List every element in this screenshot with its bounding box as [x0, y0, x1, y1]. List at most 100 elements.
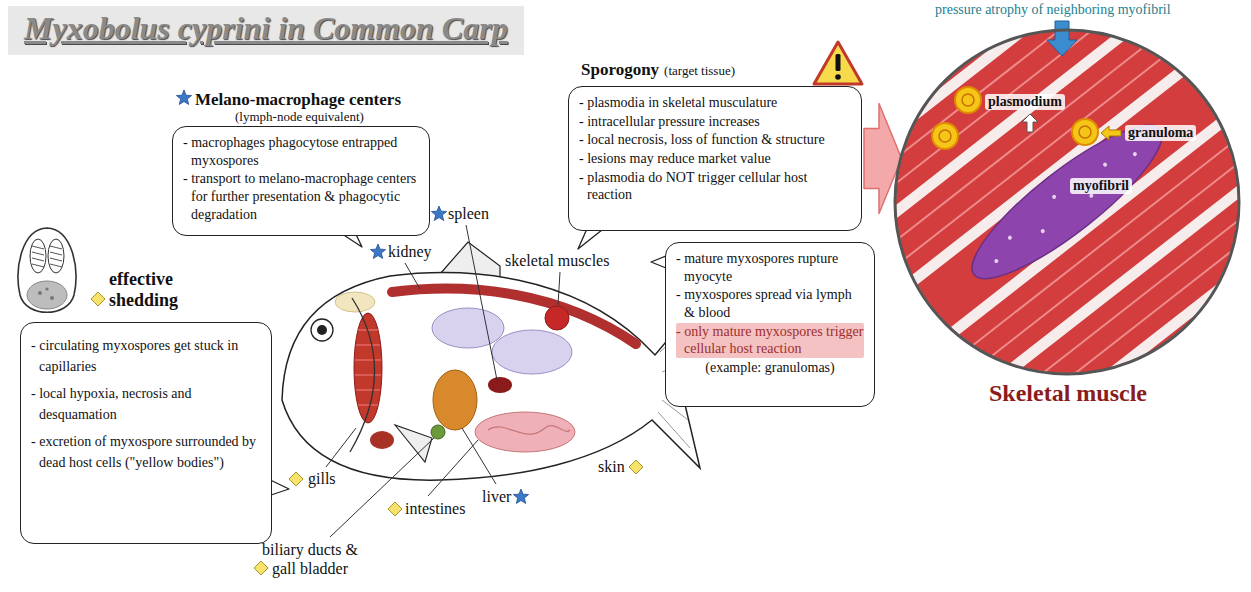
bullet-text: - excretion of myxospore surrounded by d…: [31, 431, 261, 473]
bullet-text: - lesions may reduce market value: [579, 150, 851, 168]
carp-illustration: [282, 273, 700, 480]
myxospore-icon: [18, 228, 76, 312]
carp-illustration: [370, 431, 394, 449]
organ-label: intestines: [405, 500, 465, 518]
muscle-illustration: [1051, 194, 1057, 200]
myxospore-icon: [50, 296, 54, 300]
bullet-text: - local necrosis, loss of function & str…: [579, 131, 851, 149]
leader-line: [326, 428, 356, 467]
myxospore-icon: [30, 239, 46, 273]
node-heading: effective shedding: [109, 269, 189, 310]
node-heading: Melano-macrophage centers: [195, 89, 401, 110]
granuloma-symbol: [955, 87, 981, 113]
star-marker: [370, 244, 385, 258]
part-label: granuloma: [1125, 125, 1196, 141]
diamond-marker: [629, 460, 643, 474]
granuloma-symbol: [939, 130, 951, 142]
warning-sign: [836, 54, 841, 71]
organ-label: skeletal muscles: [505, 252, 609, 270]
callout-box: effective shedding- circulating myxospor…: [20, 322, 272, 544]
muscle-illustration: [1007, 235, 1013, 241]
warning-sign: [814, 42, 862, 84]
heading-row: Sporogony (target tissue): [581, 59, 740, 80]
carp-illustration: [545, 306, 569, 330]
muscle-circle: plasmodium granuloma myofibrilSkeletal mus…: [893, 28, 1243, 418]
carp-illustration: [432, 308, 504, 348]
bullet-text: - only mature myxospores trigger cellula…: [676, 323, 864, 358]
node-heading: (target tissue): [664, 63, 735, 78]
carp-illustration: [431, 425, 445, 439]
carp-illustration: [350, 298, 375, 452]
leader-line: [466, 225, 497, 380]
pointer-arrow: [1022, 114, 1038, 132]
callout-box: Sporogony(target tissue)- plasmodia in s…: [568, 86, 862, 231]
part-label: myofibril: [1070, 178, 1132, 194]
carp-illustration: [317, 325, 327, 335]
callout-box: - mature myxospores rupture myocyte- myx…: [665, 242, 875, 407]
myxospore-icon: [27, 281, 67, 309]
leader-line: [462, 428, 496, 484]
annotation: pressure atrophy of neighboring myofibri…: [935, 2, 1171, 18]
granuloma-symbol: [1079, 126, 1091, 138]
myxospore-icon: [18, 228, 76, 312]
diamond-marker: [91, 292, 105, 306]
granuloma-symbol: [1072, 119, 1098, 145]
bullet-text: - circulating myxospores get stuck in ca…: [31, 335, 261, 377]
carp-illustration: [282, 242, 700, 480]
diagram-title: Myxobolus cyprini in Common Carp: [8, 6, 524, 55]
carp-illustration: [355, 330, 381, 405]
muscle-illustration: [1132, 151, 1138, 157]
carp-illustration: [311, 319, 333, 341]
circle-outline: [895, 30, 1239, 374]
leader-line: [558, 272, 560, 305]
organ-label: biliary ducts & gall bladder: [250, 540, 370, 578]
carp-illustration: [433, 370, 477, 430]
carp-illustration: [488, 377, 512, 393]
granuloma-symbol: [932, 123, 958, 149]
carp-illustration: [475, 412, 575, 452]
warning-sign: [835, 74, 841, 80]
bullet-text: - plasmodia in skeletal musculature: [579, 94, 851, 112]
granuloma-symbol: [932, 87, 1098, 149]
myxospore-icon: [38, 291, 42, 295]
node-heading: Sporogony: [581, 60, 659, 79]
leader-line: [326, 225, 560, 537]
star-marker: [176, 90, 191, 104]
organ-label: kidney: [388, 243, 432, 261]
carp-illustration: [492, 330, 572, 374]
bullet-text: - plasmodia do NOT trigger cellular host…: [579, 169, 851, 204]
carp-illustration: [395, 425, 432, 462]
bullet-text: - macrophages phagocytose entrapped myxo…: [183, 134, 419, 169]
bullet-text: - transport to melano-macrophage centers…: [183, 170, 419, 223]
node-heading: Skeletal muscle: [893, 380, 1243, 407]
leader-line: [405, 263, 420, 289]
organ-label: gills: [308, 470, 336, 488]
warning-sign: [814, 42, 862, 84]
carp-illustration: [488, 426, 570, 435]
callout-box: Melano-macrophage centers(lymph-node equ…: [172, 126, 430, 236]
part-label: plasmodium: [985, 94, 1065, 110]
myxospore-icon: [45, 287, 48, 290]
circle-outline: [893, 28, 1243, 378]
granuloma-symbol: [962, 94, 974, 106]
diamond-marker: [289, 472, 303, 486]
pressure-arrow: [1047, 21, 1077, 56]
bullet-text: - intracellular pressure increases: [579, 113, 851, 131]
bullet-text: (example: granulomas): [676, 359, 864, 377]
leader-line: [428, 440, 478, 496]
organ-label: spleen: [448, 205, 489, 223]
node-heading: (lymph-node equivalent): [235, 109, 364, 125]
organ-label: liver: [482, 488, 511, 506]
myxospore-icon: [32, 246, 62, 267]
organ-label: skin: [598, 458, 625, 476]
star-marker: [431, 206, 446, 220]
diamond-marker: [254, 561, 268, 575]
muscle-illustration: [1102, 162, 1108, 168]
pointer-arrow: [1101, 126, 1121, 140]
bullet-text: - mature myxospores rupture myocyte: [676, 250, 864, 285]
diamond-marker: [388, 502, 402, 516]
star-marker: [513, 489, 528, 503]
myxospore-icon: [48, 239, 64, 273]
leader-line: [330, 438, 434, 537]
